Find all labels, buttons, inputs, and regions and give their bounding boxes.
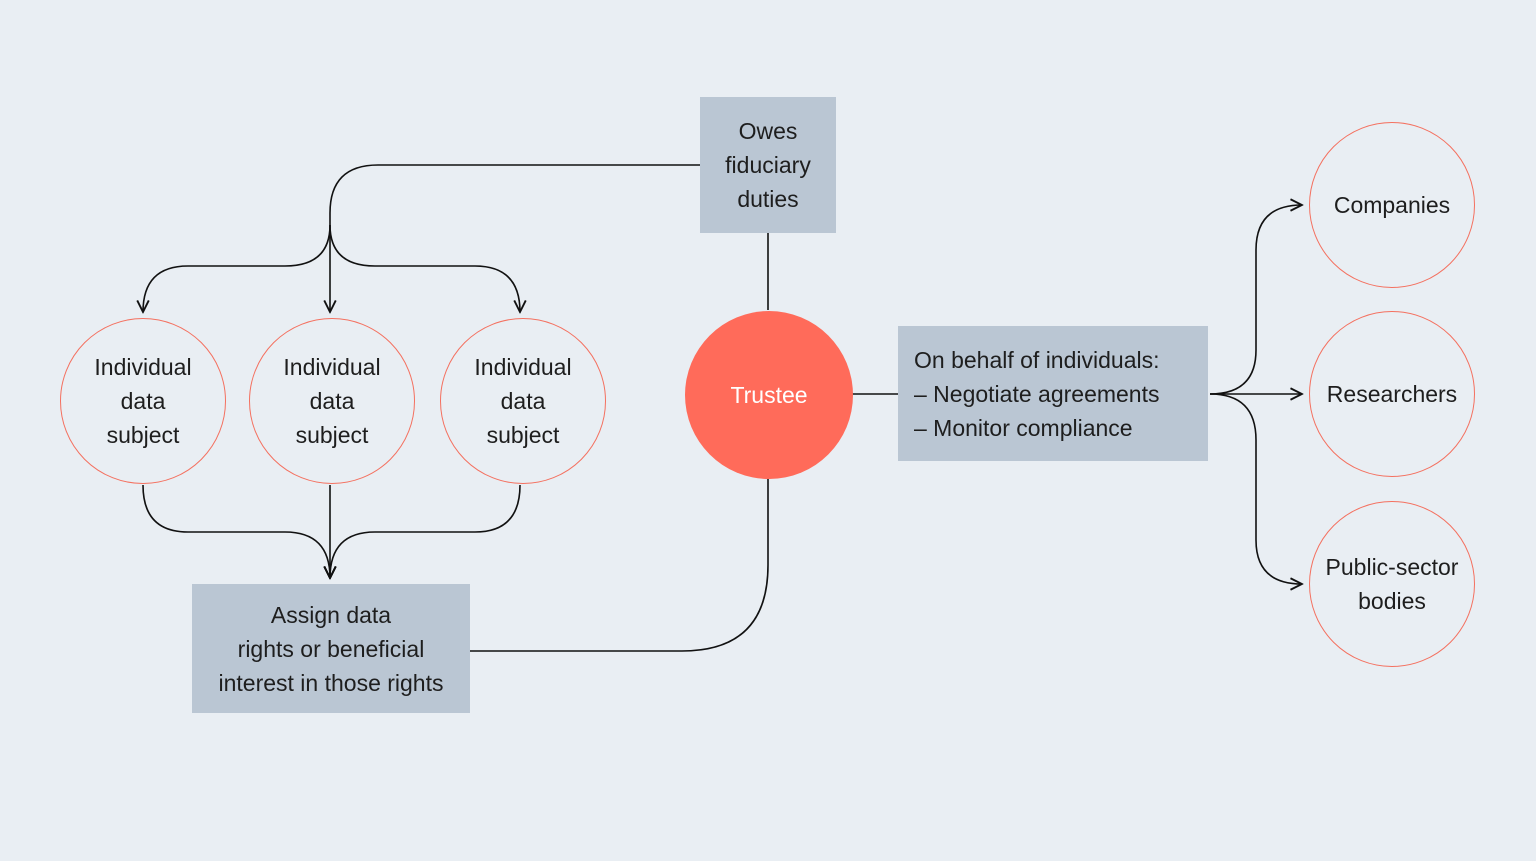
text-line: rights or beneficial bbox=[237, 635, 425, 662]
researchers-node: Researchers bbox=[1309, 311, 1475, 477]
text-line: Individual bbox=[283, 354, 381, 380]
subject-3-to-assign bbox=[330, 484, 521, 578]
text-line: Researchers bbox=[1326, 381, 1458, 407]
subject-1-to-assign bbox=[142, 484, 330, 578]
text-line: duties bbox=[737, 186, 799, 212]
individual-data-subject-2: Individual data subject bbox=[249, 318, 415, 484]
text-line: Individual bbox=[94, 354, 192, 380]
text-line: bodies bbox=[1358, 588, 1426, 614]
text-line: data bbox=[120, 388, 166, 414]
fiduciary-duties-box: Owes fiduciary duties bbox=[700, 97, 836, 233]
arrow-to-subject-1 bbox=[143, 224, 331, 312]
trustee-to-assign-line bbox=[470, 478, 769, 652]
text-line: subject bbox=[295, 422, 369, 448]
trustee-node: Trustee bbox=[685, 311, 853, 479]
text-line: fiduciary bbox=[725, 152, 811, 178]
text-line: Owes bbox=[738, 118, 798, 144]
text-line: Individual bbox=[474, 354, 572, 380]
text-line: interest in those rights bbox=[218, 669, 444, 696]
text-line: Companies bbox=[1333, 192, 1451, 218]
text-line: Assign data bbox=[270, 601, 392, 628]
text-line: subject bbox=[106, 422, 180, 448]
text-line: data bbox=[309, 388, 355, 414]
individual-data-subject-3: Individual data subject bbox=[440, 318, 606, 484]
on-behalf-box: On behalf of individuals: – Negotiate agr… bbox=[898, 326, 1208, 461]
companies-node: Companies bbox=[1309, 122, 1475, 288]
public-sector-bodies-node: Public-sector bodies bbox=[1309, 501, 1475, 667]
text-line: Public-sector bbox=[1325, 554, 1459, 580]
trustee-label: Trustee bbox=[730, 382, 808, 408]
fiduciary-to-subjects-line bbox=[329, 164, 700, 225]
arrow-to-subject-3 bbox=[329, 224, 520, 312]
assign-rights-box: Assign data rights or beneficial interest … bbox=[192, 584, 470, 713]
text-line: data bbox=[500, 388, 546, 414]
text-line: subject bbox=[486, 422, 560, 448]
arrow-to-companies bbox=[1209, 205, 1302, 395]
arrow-to-public-sector bbox=[1209, 393, 1302, 584]
individual-data-subject-1: Individual data subject bbox=[60, 318, 226, 484]
text-line: – Monitor compliance bbox=[914, 414, 1133, 441]
text-line: – Negotiate agreements bbox=[914, 380, 1160, 407]
text-line: On behalf of individuals: bbox=[914, 346, 1160, 373]
